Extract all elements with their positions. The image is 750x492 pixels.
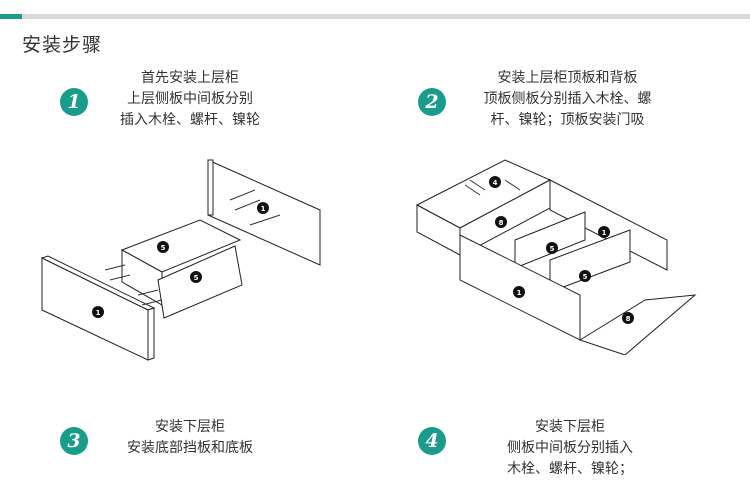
- side-panel: [549, 179, 668, 271]
- part-marker: [622, 312, 634, 324]
- step-description: 安装上层柜顶板和背板 顶板侧板分别插入木栓、螺 杆、镍轮；顶板安装门吸: [455, 68, 680, 131]
- step-line: 安装下层柜: [535, 419, 605, 435]
- dowel: [249, 214, 281, 226]
- back-panel: [578, 294, 697, 355]
- step-line: 插入木栓、螺杆、镍轮: [120, 112, 260, 128]
- step-description: 首先安装上层柜 上层侧板中间板分别 插入木栓、螺杆、镍轮: [95, 68, 285, 131]
- dowel: [104, 264, 126, 271]
- part-label: 1: [96, 309, 101, 317]
- dowel: [234, 199, 261, 211]
- part-label: 5: [583, 273, 588, 281]
- header-accent: [0, 14, 22, 19]
- step-number-badge: 1: [60, 88, 88, 116]
- part-label: 8: [499, 219, 504, 227]
- part-marker: [92, 306, 104, 318]
- part-marker: [513, 286, 525, 298]
- middle-panel: [514, 211, 586, 269]
- dowel: [141, 299, 163, 306]
- part-label: 5: [194, 274, 199, 282]
- upper-cabinet-assembly-diagram: 4 8 1 5 5 1 8: [415, 159, 697, 355]
- step-line: 首先安装上层柜: [141, 70, 239, 86]
- dowel: [504, 179, 521, 191]
- step-number-badge: 2: [418, 88, 446, 116]
- step-number-badge: 4: [418, 427, 446, 455]
- step-line: 顶板侧板分别插入木栓、螺: [483, 91, 652, 107]
- panel-edge: [147, 307, 155, 361]
- step-line: 杆、镍轮；顶板安装门吸: [490, 112, 645, 128]
- step-line: 侧板中间板分别插入: [507, 440, 633, 456]
- part-marker: [157, 241, 169, 253]
- part-marker: [489, 176, 501, 188]
- step-line: 安装底部挡板和底板: [127, 440, 253, 456]
- dowel: [229, 189, 256, 201]
- part-marker: [546, 242, 558, 254]
- step-description: 安装下层柜 侧板中间板分别插入 木栓、螺杆、镍轮；: [490, 417, 650, 480]
- part-label: 4: [493, 179, 498, 187]
- middle-panel: [157, 245, 243, 319]
- part-label: 1: [602, 229, 607, 237]
- part-marker: [579, 270, 591, 282]
- part-marker: [598, 226, 610, 238]
- panel-edge: [207, 159, 214, 216]
- dowel: [109, 274, 131, 281]
- page-title: 安装步骤: [22, 34, 103, 56]
- part-marker: [257, 202, 269, 214]
- step-line: 木栓、螺杆、镍轮；: [507, 461, 633, 477]
- part-marker: [190, 271, 202, 283]
- dowel: [464, 184, 481, 196]
- part-marker: [495, 216, 507, 228]
- part-label: 5: [550, 245, 555, 253]
- dowel: [469, 179, 486, 191]
- step-line: 安装下层柜: [155, 419, 225, 435]
- step-number-badge: 3: [60, 427, 88, 455]
- lower-cabinet-exploded-diagram: 1 5 5 1: [40, 159, 321, 361]
- step-line: 安装上层柜顶板和背板: [497, 70, 638, 86]
- part-label: 1: [517, 289, 522, 297]
- header-divider: [0, 14, 750, 19]
- step-description: 安装下层柜 安装底部挡板和底板: [105, 417, 275, 459]
- part-label: 1: [261, 205, 266, 213]
- dowel: [137, 289, 159, 296]
- step-line: 上层侧板中间板分别: [127, 91, 253, 107]
- part-label: 5: [161, 244, 166, 252]
- part-label: 8: [626, 315, 631, 323]
